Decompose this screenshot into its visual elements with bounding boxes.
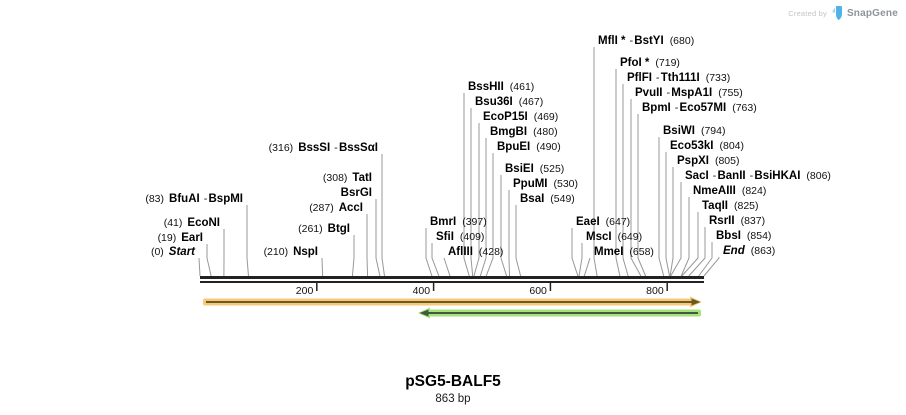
enzyme-site-label: BsiEI(525): [505, 163, 564, 175]
ruler-tick-label: 800: [646, 285, 664, 297]
site-leader-line: [658, 137, 665, 277]
site-leader-line: [425, 228, 433, 277]
feature-core-head: [419, 309, 429, 317]
site-leader-line: [321, 257, 324, 277]
enzyme-site-label: BssHII(461): [468, 81, 534, 93]
snapgene-credit: Created by SnapGene: [788, 6, 898, 21]
feature-core-head: [691, 298, 701, 306]
enzyme-site-label: BmrI(397): [430, 216, 487, 228]
enzyme-site-label: (287)AccI: [309, 202, 363, 214]
site-labels-group: (0)Start (19)EarI (41)EcoNI (83)BfuAI- BspM…: [145, 35, 831, 258]
site-leader-line: [615, 69, 621, 277]
enzyme-site-label: AflIII(428): [448, 246, 503, 258]
site-leader-line: [515, 205, 522, 277]
snapgene-brand-label: SnapGene: [846, 8, 898, 19]
site-leader-line: [508, 190, 510, 277]
site-leader-line: [431, 243, 440, 277]
site-leader-line: [246, 205, 249, 277]
enzyme-site-label: PpuMI(530): [513, 178, 578, 190]
site-leader-line: [670, 182, 682, 277]
enzyme-site-label: (316)BssSI- BssSαI: [269, 142, 378, 154]
site-leader-line: [583, 257, 591, 277]
site-leader-line: [463, 93, 470, 277]
ruler-tick-label: 600: [529, 285, 547, 297]
site-leader-line: [637, 114, 647, 277]
enzyme-site-label: (41)EcoNI: [164, 217, 220, 229]
site-leader-line: [669, 167, 674, 277]
enzyme-site-label: NmeAIII(824): [693, 185, 766, 197]
site-leader-line: [381, 154, 385, 277]
site-leader-line: [680, 197, 690, 277]
site-leader-line: [688, 227, 706, 277]
enzyme-site-label: PvuII- MspA1I(755): [635, 87, 743, 99]
reverse-feature-arrow: [418, 307, 701, 319]
enzyme-site-label: (210)NspI: [264, 246, 318, 258]
site-leader-line: [479, 138, 487, 277]
enzyme-site-label: EcoP15I(469): [483, 111, 558, 123]
site-leader-line: [571, 228, 579, 277]
enzyme-site-label: (0)Start: [151, 246, 196, 258]
forward-feature-arrow: [203, 296, 702, 308]
ruler-tick-label: 400: [413, 285, 431, 297]
enzyme-site-label: EaeI(647): [576, 216, 630, 228]
site-leader-line: [351, 235, 355, 277]
site-leader-line: [206, 244, 212, 277]
enzyme-site-label: (83)BfuAI- BspMI: [145, 193, 243, 205]
enzyme-site-label: MflI *- BstYI(680): [598, 35, 694, 47]
enzyme-site-label: RsrII(837): [709, 215, 765, 227]
ruler-group: 200 400 600 800: [200, 276, 704, 297]
site-leader-line: [443, 257, 451, 277]
sequence-title-block: pSG5-BALF5 863 bp: [0, 373, 906, 406]
ruler-tick-label: 200: [296, 285, 314, 297]
site-leader-line: [470, 108, 474, 277]
enzyme-site-label: SfiI(409): [436, 231, 484, 243]
enzyme-site-label: MscI(649): [586, 231, 642, 243]
enzyme-site-label: SacI- BanII- BsiHKAI(806): [685, 170, 831, 182]
site-leader-line: [630, 99, 642, 277]
enzyme-site-label: (19)EarI: [158, 232, 203, 244]
snapgene-logo-icon: [831, 6, 842, 20]
site-leader-line: [485, 153, 494, 277]
enzyme-site-label: Eco53kI(804): [670, 140, 744, 152]
enzyme-site-label-line2: BsrGI: [341, 187, 372, 199]
enzyme-site-label: PfoI *(719): [620, 57, 680, 69]
enzyme-site-label: PspXI(805): [677, 155, 739, 167]
enzyme-site-label: PflFI- Tth111I(733): [627, 72, 730, 84]
enzyme-site-label: Bsu36I(467): [475, 96, 543, 108]
site-leader-line: [375, 199, 381, 277]
enzyme-site-label: End(863): [723, 245, 775, 257]
enzyme-site-label: (308)TatI: [323, 172, 372, 184]
site-leader-line: [366, 214, 369, 277]
enzyme-site-label: BbsI(854): [716, 230, 771, 242]
ruler-bar-top: [200, 276, 704, 279]
site-leader-line: [500, 175, 508, 277]
ruler-bar-bottom: [200, 281, 704, 283]
enzyme-site-label: BpuEI(490): [497, 141, 561, 153]
site-leader-line: [698, 242, 713, 277]
site-leader-line: [622, 84, 629, 277]
enzyme-site-label: BsiWI(794): [663, 125, 725, 137]
site-leader-line: [665, 152, 670, 277]
enzyme-site-label: MmeI(658): [594, 246, 654, 258]
site-leader-line: [593, 47, 598, 277]
site-leader-line: [473, 123, 480, 277]
sequence-length: 863 bp: [435, 392, 471, 405]
site-leader-line: [578, 243, 583, 277]
site-leader-line: [198, 257, 201, 277]
enzyme-site-label: (261)BtgI: [298, 223, 350, 235]
created-by-label: Created by: [788, 9, 827, 18]
enzyme-site-label: TaqII(825): [702, 200, 759, 212]
enzyme-site-label: BmgBI(480): [490, 126, 558, 138]
site-leader-line: [681, 212, 699, 277]
leader-lines-group: [198, 47, 720, 277]
site-leader-line: [703, 257, 720, 277]
enzyme-site-label: BsaI(549): [520, 193, 575, 205]
feature-arrows-group: [203, 296, 702, 319]
sequence-name: pSG5-BALF5: [405, 373, 501, 390]
enzyme-site-label: BpmI- Eco57MI(763): [642, 102, 757, 114]
